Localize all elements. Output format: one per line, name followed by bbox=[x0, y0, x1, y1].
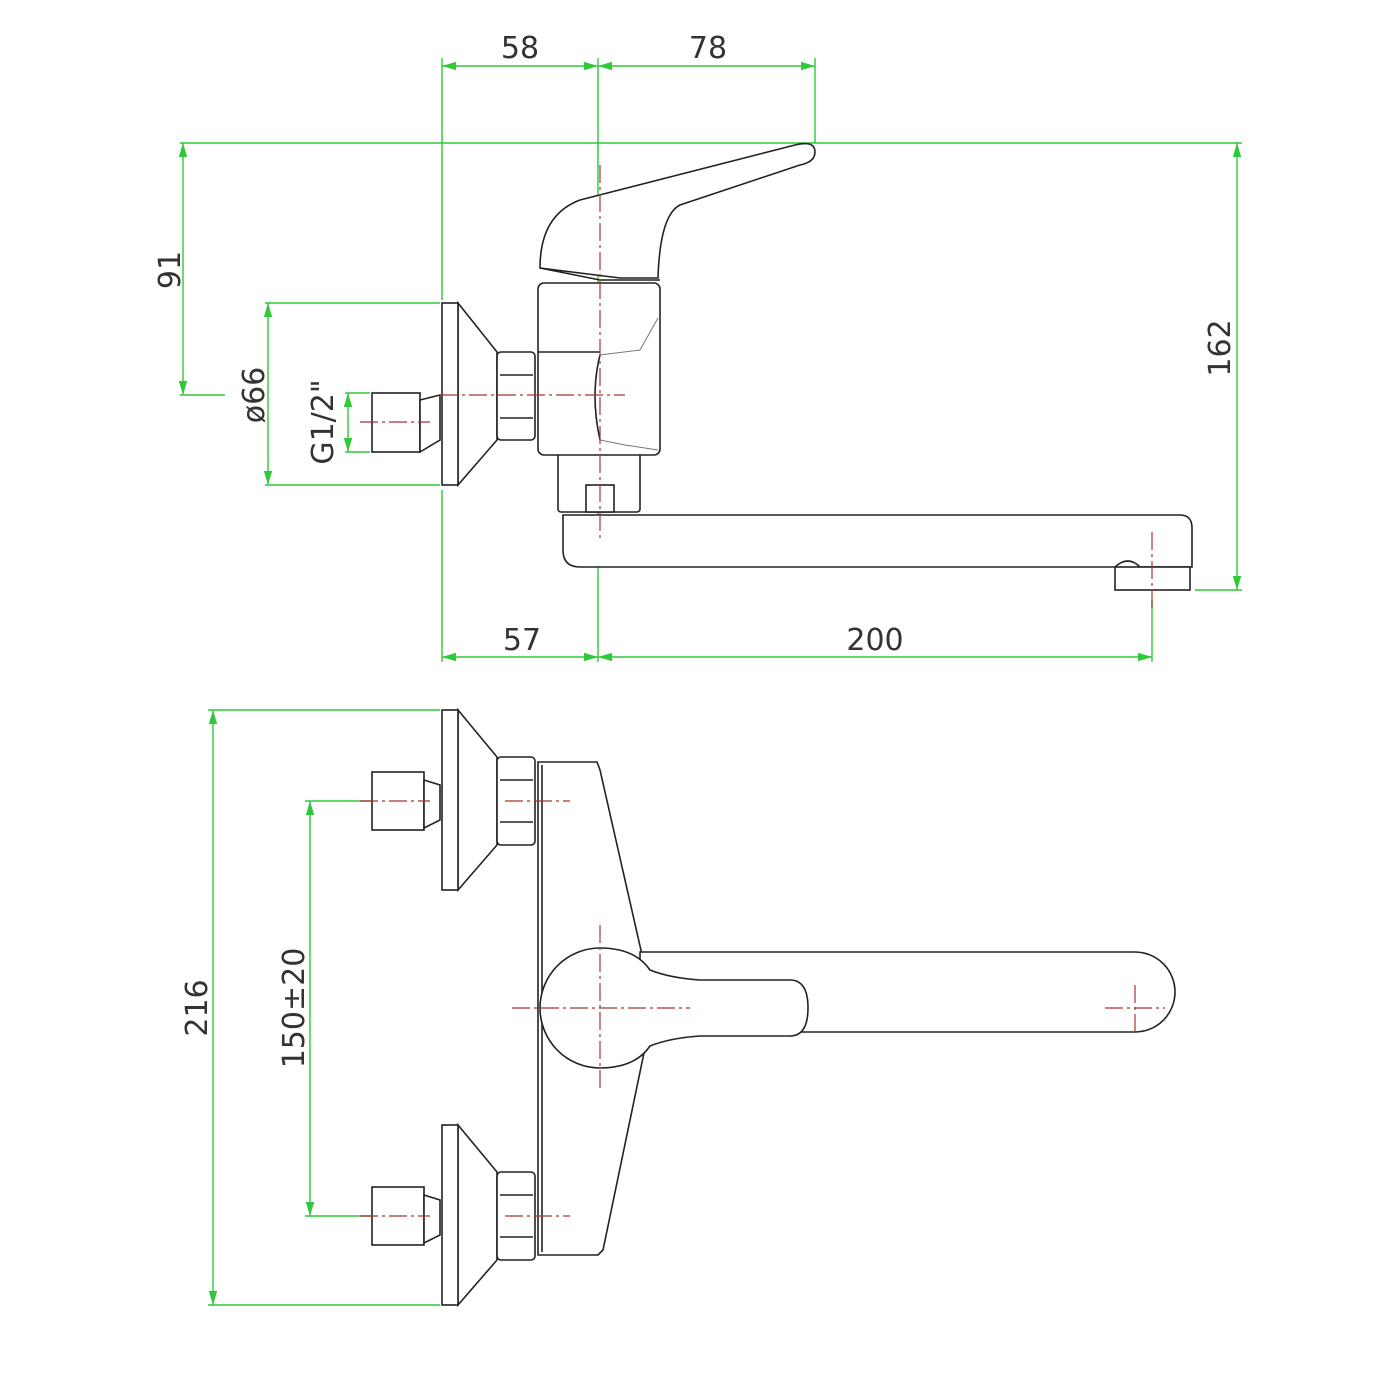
dim-label-78: 78 bbox=[689, 31, 727, 66]
dim-label-57: 57 bbox=[503, 623, 541, 658]
hex-nut bbox=[496, 351, 536, 441]
mixer-body bbox=[537, 282, 661, 456]
top-view: 216 150±20 bbox=[180, 707, 1176, 1308]
inlet-neck bbox=[419, 393, 441, 454]
extension-lines bbox=[180, 58, 1242, 662]
dim-label-inlet-spacing: 150±20 bbox=[277, 948, 312, 1069]
dim-label-58: 58 bbox=[501, 31, 539, 66]
dim-label-91: 91 bbox=[153, 251, 188, 289]
dim-label-162: 162 bbox=[1203, 319, 1238, 376]
dim-label-plate-diameter: ø66 bbox=[237, 367, 272, 424]
wall-plate-upper bbox=[441, 709, 459, 891]
side-view: 58 78 91 ø66 G1/2" 162 57 200 bbox=[153, 31, 1242, 662]
wall-flange-cone bbox=[457, 300, 498, 488]
dim-label-thread: G1/2" bbox=[306, 379, 341, 464]
faucet-top-outline bbox=[371, 707, 1176, 1308]
centerlines bbox=[360, 165, 1153, 612]
wall-plate-lower bbox=[441, 1124, 459, 1306]
spout bbox=[562, 514, 1193, 568]
dim-label-216: 216 bbox=[180, 979, 215, 1036]
dimension-lines bbox=[178, 61, 1242, 662]
centerlines bbox=[360, 800, 1165, 1217]
lever-handle bbox=[539, 142, 816, 279]
faucet-side-outline bbox=[371, 142, 1193, 591]
wall-plate bbox=[441, 302, 459, 486]
dim-label-200: 200 bbox=[846, 623, 903, 658]
